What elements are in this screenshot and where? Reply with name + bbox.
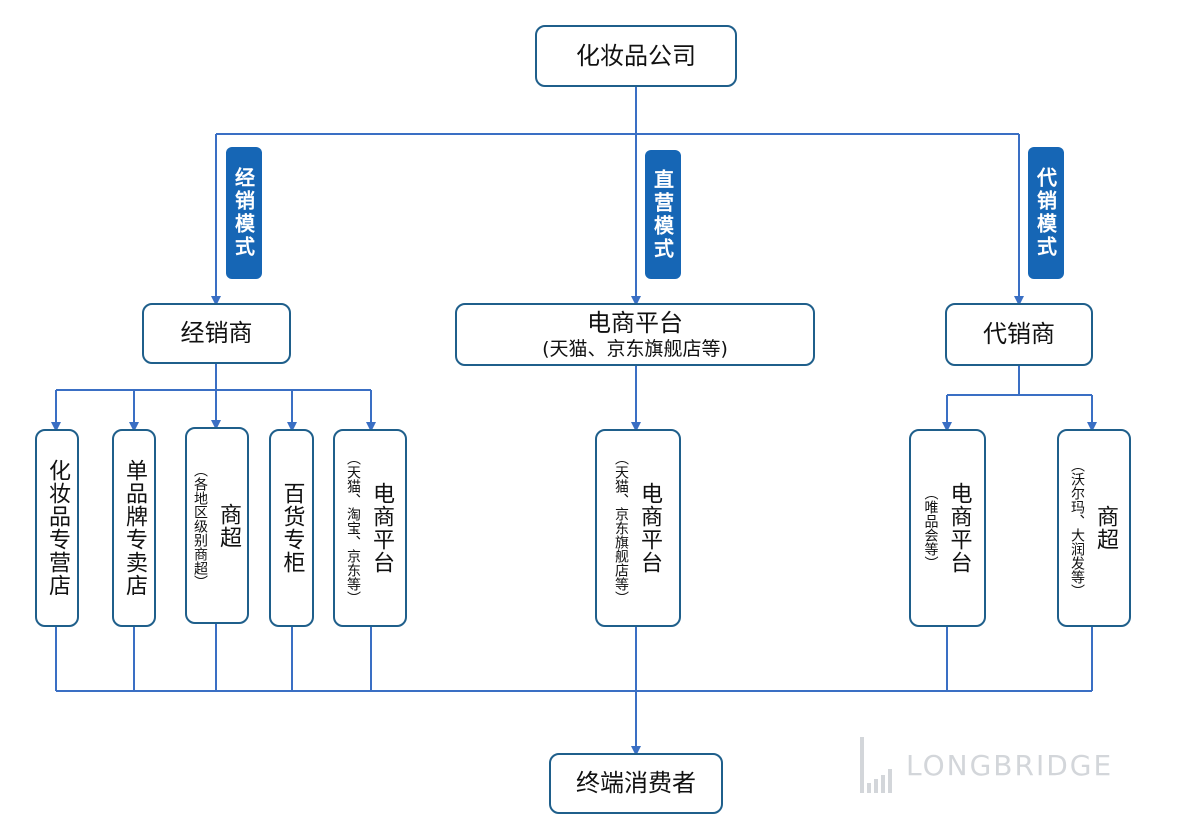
brand-store-node: 单品牌专卖店 [112, 429, 156, 627]
distributor-node: 经销商 [142, 303, 291, 364]
cosmetics-store-node: 化妆品专营店 [35, 429, 79, 627]
agent-node: 代销商 [945, 303, 1093, 366]
ecom-direct-node: 电商平台 （天猫、京东旗舰店等） [595, 429, 681, 627]
ecommerce-title: 电商平台 [587, 308, 683, 337]
badge-direct-mode: 直营模式 [645, 150, 681, 279]
ecommerce-node: 电商平台 (天猫、京东旗舰店等) [455, 303, 815, 366]
ecommerce-subtitle: (天猫、京东旗舰店等) [542, 337, 728, 360]
department-counter-node: 百货专柜 [269, 429, 314, 627]
longbridge-logo-icon [860, 737, 892, 793]
supermarket-agent-node: 商超 （沃尔玛、大润发等） [1057, 429, 1131, 627]
ecom-agent-node: 电商平台 （唯品会等） [909, 429, 986, 627]
watermark: LONGBRIDGE [860, 735, 1160, 795]
consumer-node: 终端消费者 [549, 753, 723, 814]
company-node: 化妆品公司 [535, 25, 737, 87]
company-label: 化妆品公司 [576, 41, 696, 70]
watermark-text: LONGBRIDGE [906, 748, 1114, 782]
ecom-distribution-node: 电商平台 （天猫、淘宝、京东等） [333, 429, 407, 627]
badge-consignment-mode: 代销模式 [1028, 147, 1064, 279]
supermarket-node: 商超 （各地区级别商超） [185, 427, 249, 624]
badge-distribution-mode: 经销模式 [226, 147, 262, 279]
